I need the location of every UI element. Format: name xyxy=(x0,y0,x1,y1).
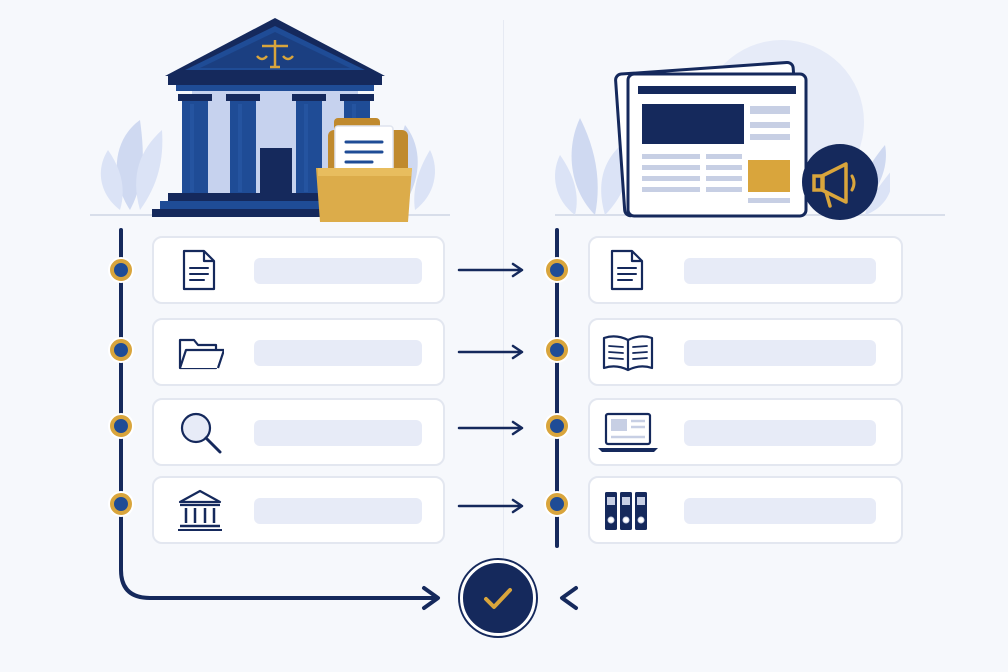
document-icon xyxy=(610,249,644,291)
right-timeline-rail xyxy=(555,228,559,548)
left-timeline-rail xyxy=(119,228,123,548)
binders-icon xyxy=(605,492,647,530)
courthouse-illustration xyxy=(100,18,435,222)
left-merge-path xyxy=(119,544,438,600)
right-step-2 xyxy=(588,318,903,386)
right-step-1-placeholder-bar xyxy=(684,258,876,284)
right-node-3 xyxy=(546,415,568,437)
left-step-3 xyxy=(152,398,445,466)
right-node-1 xyxy=(546,259,568,281)
left-step-4-placeholder-bar xyxy=(254,498,422,524)
right-merge-arrowhead xyxy=(560,586,578,610)
center-divider xyxy=(503,20,504,600)
document-icon xyxy=(182,249,216,291)
scales-of-justice-icon xyxy=(256,40,294,69)
right-step-4-placeholder-bar xyxy=(684,498,876,524)
left-step-2 xyxy=(152,318,445,386)
result-badge xyxy=(460,560,536,636)
map-arrow-4 xyxy=(457,498,524,514)
magnifier-icon xyxy=(180,412,222,454)
map-arrow-3 xyxy=(457,420,524,436)
right-step-2-placeholder-bar xyxy=(684,340,876,366)
right-step-3-placeholder-bar xyxy=(684,420,876,446)
newspaper-illustration xyxy=(555,40,890,220)
left-step-3-placeholder-bar xyxy=(254,420,422,446)
right-node-2 xyxy=(546,339,568,361)
laptop-icon xyxy=(598,412,658,452)
newspaper-icon xyxy=(614,60,808,218)
folder-icon xyxy=(178,338,224,370)
document-folder-icon xyxy=(316,118,412,222)
left-step-4 xyxy=(152,476,445,544)
left-step-1-placeholder-bar xyxy=(254,258,422,284)
left-step-2-placeholder-bar xyxy=(254,340,422,366)
map-arrow-1 xyxy=(457,262,524,278)
right-step-1 xyxy=(588,236,903,304)
left-node-4 xyxy=(110,493,132,515)
checkmark-icon xyxy=(484,588,512,609)
left-node-2 xyxy=(110,339,132,361)
right-step-3 xyxy=(588,398,903,466)
open-book-icon xyxy=(602,335,654,372)
right-node-4 xyxy=(546,493,568,515)
megaphone-icon xyxy=(802,144,878,220)
left-step-1 xyxy=(152,236,445,304)
map-arrow-2 xyxy=(457,344,524,360)
right-step-4 xyxy=(588,476,903,544)
institution-icon xyxy=(178,489,222,531)
left-node-3 xyxy=(110,415,132,437)
left-node-1 xyxy=(110,259,132,281)
left-merge-arrowhead xyxy=(422,586,440,610)
